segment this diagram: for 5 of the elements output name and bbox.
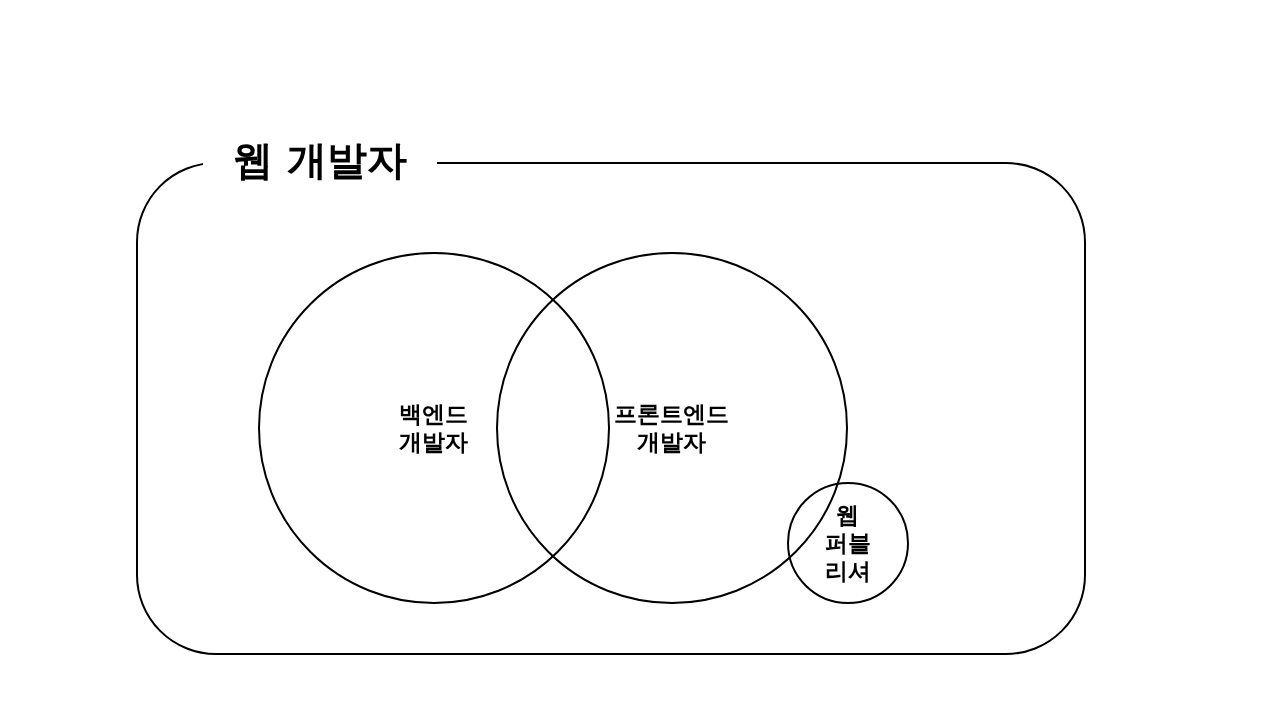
circle-label: 백엔드 개발자 xyxy=(398,399,469,456)
venn-circle xyxy=(257,251,610,604)
circle-label: 프론트엔드 개발자 xyxy=(613,399,730,456)
circle-label: 웹 퍼블리셔 xyxy=(823,500,872,585)
venn-circle xyxy=(786,481,909,604)
